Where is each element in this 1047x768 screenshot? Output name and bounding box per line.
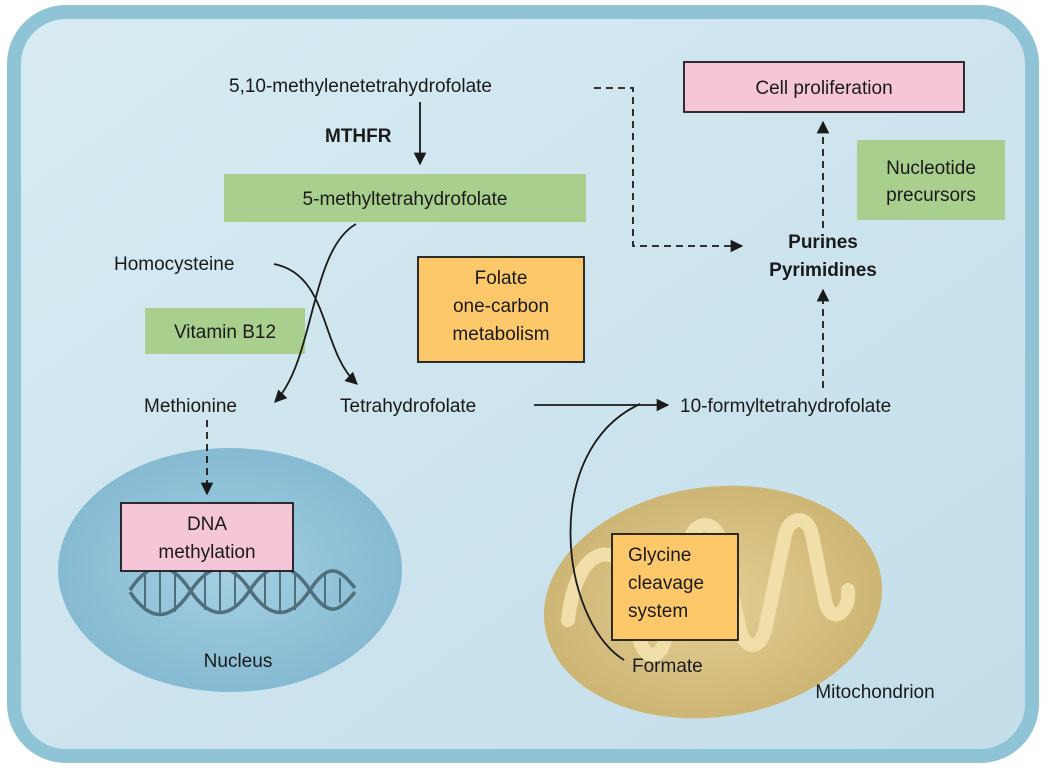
formate-label: Formate (632, 656, 703, 677)
folate-title-1: Folate (475, 268, 528, 289)
formyl-thf-label: 10-formyltetrahydrofolate (680, 396, 891, 417)
folate-title-3: metabolism (452, 324, 549, 345)
arrow-formate-to-formyl-thf (569, 403, 641, 661)
arrow-homocysteine-to-thf (273, 263, 358, 385)
mitochondrion-label: Mitochondrion (815, 682, 934, 703)
nucleotide-precursors-label-1: Nucleotide (886, 158, 976, 179)
dna-helix-icon (128, 565, 357, 617)
purines-label: Purines (788, 232, 858, 253)
glycine-cleavage-label-3: system (628, 601, 688, 622)
methyl-thf-box (224, 174, 586, 222)
glycine-cleavage-box (611, 533, 739, 641)
mthfr-label: MTHFR (325, 126, 392, 147)
methylene-thf-label: 5,10-methylenetetrahydrofolate (229, 76, 492, 97)
dna-methylation-label-2: methylation (158, 542, 255, 563)
cell-proliferation-label: Cell proliferation (755, 78, 892, 99)
homocysteine-label: Homocysteine (114, 254, 234, 275)
nucleus-label: Nucleus (204, 651, 273, 672)
thf-label: Tetrahydrofolate (340, 396, 476, 417)
nucleotide-precursors-box (857, 140, 1005, 220)
folate-title-box (417, 256, 585, 363)
cell-proliferation-box (683, 61, 965, 113)
pyrimidines-label: Pyrimidines (769, 260, 877, 281)
folate-title-2: one-carbon (453, 296, 549, 317)
glycine-cleavage-label-2: cleavage (628, 573, 704, 594)
methionine-label: Methionine (144, 396, 237, 417)
dna-methylation-label-1: DNA (187, 514, 227, 535)
glycine-cleavage-label-1: Glycine (628, 545, 691, 566)
nucleotide-precursors-label-2: precursors (886, 185, 976, 206)
methyl-thf-label: 5-methyltetrahydrofolate (303, 189, 508, 210)
vitamin-b12-box (145, 308, 305, 354)
dna-methylation-box (120, 502, 294, 572)
arrow-methyl-thf-to-methionine (274, 223, 357, 403)
vitamin-b12-label: Vitamin B12 (174, 322, 276, 343)
